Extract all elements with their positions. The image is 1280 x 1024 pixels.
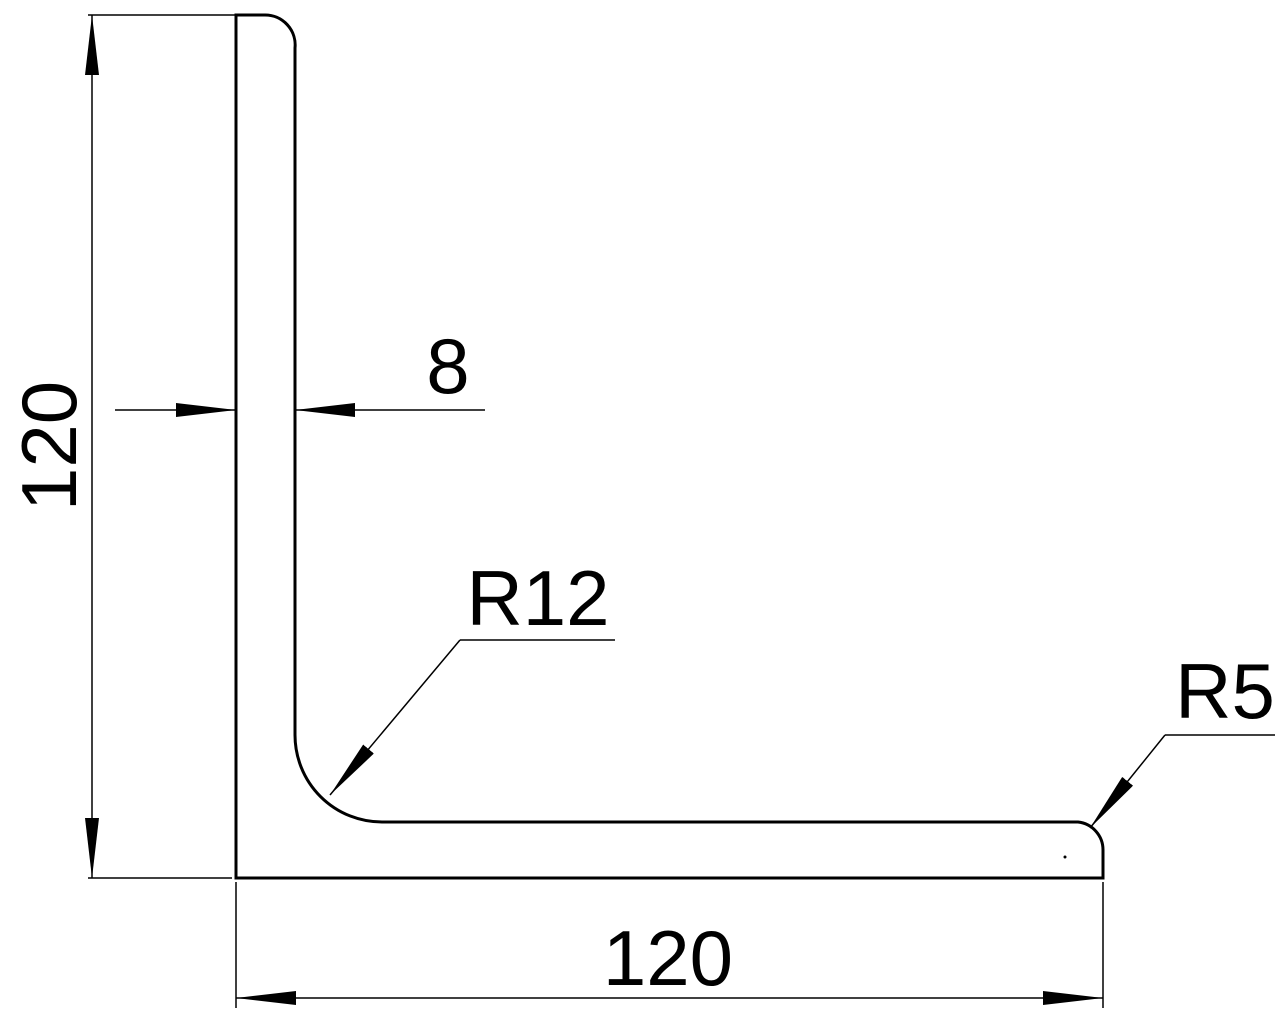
root-radius-leader	[329, 639, 615, 796]
center-mark	[1063, 855, 1067, 859]
angle-profile-outline	[234, 13, 1105, 880]
toe-radius-leader	[1089, 734, 1275, 829]
height-dimension-label: 120	[5, 381, 93, 511]
toe-radius-label: R5	[1175, 647, 1275, 735]
root-radius-label: R12	[466, 554, 609, 642]
thickness-dimension-label: 8	[426, 322, 469, 410]
width-dimension	[235, 882, 1104, 1008]
width-dimension-label: 120	[603, 914, 733, 1002]
height-dimension	[85, 14, 236, 879]
